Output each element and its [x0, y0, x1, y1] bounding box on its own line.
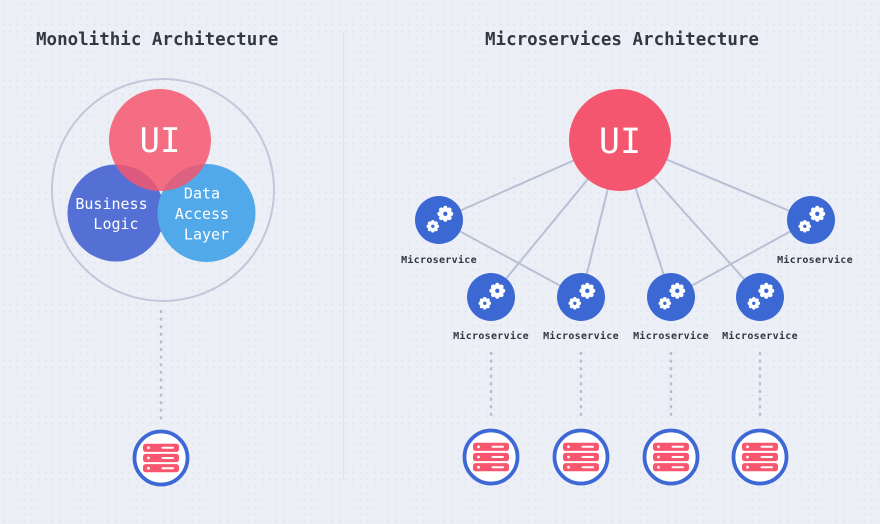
- database-icon: [731, 428, 789, 486]
- microservice-node-4: Microservice: [633, 273, 709, 342]
- gear-icon: [568, 297, 582, 310]
- microservice-circle: [736, 273, 784, 321]
- microservice-circle: [787, 196, 835, 244]
- gear-icon: [489, 282, 506, 299]
- microservice-circle: [647, 273, 695, 321]
- microservice-node-5: Microservice: [722, 273, 798, 342]
- microservice-label: Microservice: [633, 330, 709, 342]
- gear-icon: [758, 282, 775, 299]
- ui-label-microservices: UI: [599, 122, 641, 162]
- microservice-label: Microservice: [453, 330, 529, 342]
- microservice-node-2: Microservice: [453, 273, 529, 342]
- microservice-node-1: Microservice: [401, 196, 477, 266]
- monolith-boundary-ring: [51, 78, 275, 302]
- microservice-circle: [557, 273, 605, 321]
- business-logic-label: Business Logic: [75, 195, 156, 233]
- edge-microservice-6-to-4: [670, 219, 812, 298]
- gear-icon: [426, 220, 440, 233]
- microservice-label: Microservice: [543, 330, 619, 342]
- ui-circle-microservices: [569, 89, 671, 191]
- database-icon: [132, 429, 190, 487]
- gear-icon: [747, 297, 761, 310]
- gear-icon: [669, 282, 686, 299]
- gear-icon: [658, 297, 672, 310]
- gear-icon: [798, 220, 812, 233]
- data-access-layer-label: Data Access Layer: [175, 185, 238, 244]
- microservice-databases: [462, 352, 789, 486]
- microservice-label: Microservice: [722, 330, 798, 342]
- microservice-circle: [415, 196, 463, 244]
- microservices-title: Microservices Architecture: [485, 30, 759, 50]
- gear-icon: [809, 205, 826, 222]
- ui-label-monolith: UI: [140, 121, 181, 161]
- database-icon: [642, 428, 700, 486]
- microservice-node-6: Microservice: [777, 196, 853, 266]
- business-logic-circle: [67, 164, 165, 262]
- gear-icon: [478, 297, 492, 310]
- microservice-label: Microservice: [777, 254, 853, 266]
- database-icon: [462, 428, 520, 486]
- microservice-label: Microservice: [401, 254, 477, 266]
- microservice-circle: [467, 273, 515, 321]
- gear-icon: [437, 205, 454, 222]
- monolithic-title: Monolithic Architecture: [36, 30, 278, 50]
- microservice-node-3: Microservice: [543, 273, 619, 342]
- data-access-layer-circle: [157, 164, 256, 262]
- database-icon: [552, 428, 610, 486]
- gear-icon: [579, 282, 596, 299]
- edge-microservice-1-to-3: [438, 219, 582, 298]
- ui-circle-monolith: [109, 89, 211, 191]
